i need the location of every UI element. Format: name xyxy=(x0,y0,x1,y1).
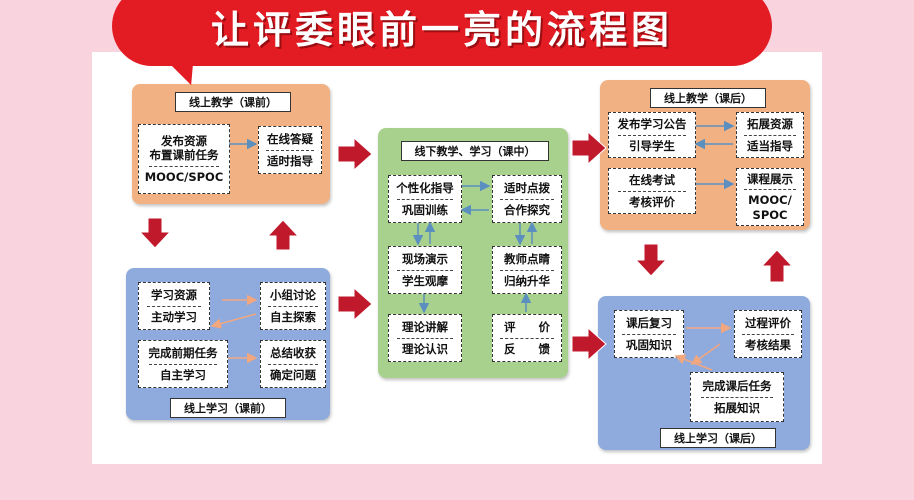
text-complete-pre-tasks: 完成前期任务 xyxy=(148,346,218,361)
text-assign-tasks: 布置课前任务 xyxy=(149,148,219,163)
text-theory-lecture: 理论讲解 xyxy=(402,320,448,335)
text-showcase-spoc: SPOC xyxy=(752,207,788,222)
box-group-discussion: 小组讨论 自主探索 xyxy=(260,282,326,330)
text-identify-problems: 确定问题 xyxy=(270,367,316,382)
box-timely-hints: 适时点拨 合作探究 xyxy=(492,175,562,223)
label-in-class: 线下教学、学习（课中） xyxy=(401,141,549,161)
text-consolidate-knowledge: 巩固知识 xyxy=(626,337,672,352)
box-online-qa: 在线答疑 适时指导 xyxy=(258,126,322,174)
box-theory-lecture: 理论讲解 理论认识 xyxy=(388,314,462,362)
label-post-class-learning: 线上学习（课后） xyxy=(660,428,776,448)
text-timely-hints: 适时点拨 xyxy=(504,181,550,196)
text-online-exam: 在线考试 xyxy=(629,173,675,188)
box-personalized-guidance: 个性化指导 巩固训练 xyxy=(388,175,462,223)
text-live-demo: 现场演示 xyxy=(402,252,448,267)
text-finish-post-tasks: 完成课后任务 xyxy=(702,379,772,394)
label-pre-class-teaching: 线上教学（课前） xyxy=(175,92,291,112)
text-publish-announcement: 发布学习公告 xyxy=(617,117,687,132)
text-online-qa: 在线答疑 xyxy=(267,132,313,147)
label-post-class-teaching: 线上教学（课后） xyxy=(650,88,766,108)
label-pre-class-learning: 线上学习（课前） xyxy=(170,398,286,418)
text-publish-resources: 发布资源 xyxy=(161,133,207,148)
text-expand-resources: 拓展资源 xyxy=(747,117,793,132)
text-appropriate-guidance: 适当指导 xyxy=(747,138,793,153)
text-summarize-gains: 总结收获 xyxy=(270,346,316,361)
text-self-study: 自主学习 xyxy=(160,367,206,382)
text-evaluation: 评 价 xyxy=(504,320,550,335)
box-publish-announcement: 发布学习公告 引导学生 xyxy=(608,112,696,158)
text-assessment-results: 考核结果 xyxy=(745,337,791,352)
text-group-discussion: 小组讨论 xyxy=(270,288,316,303)
box-publish-resources: 发布资源 布置课前任务 MOOC/SPOC xyxy=(138,124,230,194)
box-process-evaluation: 过程评价 考核结果 xyxy=(734,310,802,358)
box-live-demo: 现场演示 学生观摩 xyxy=(388,246,462,294)
box-complete-pre-tasks: 完成前期任务 自主学习 xyxy=(138,340,228,388)
text-expand-knowledge: 拓展知识 xyxy=(714,400,760,415)
box-after-class-review: 课后复习 巩固知识 xyxy=(614,310,684,358)
text-guide-students: 引导学生 xyxy=(629,138,675,153)
text-assessment: 考核评价 xyxy=(629,194,675,209)
text-self-exploration: 自主探索 xyxy=(270,309,316,324)
text-feedback: 反 馈 xyxy=(504,341,550,356)
text-active-learning: 主动学习 xyxy=(151,309,197,324)
box-expand-resources: 拓展资源 适当指导 xyxy=(736,112,804,158)
title-banner xyxy=(112,0,772,66)
box-learning-resources: 学习资源 主动学习 xyxy=(138,282,210,330)
text-process-evaluation: 过程评价 xyxy=(745,316,791,331)
text-timely-guidance: 适时指导 xyxy=(267,153,313,168)
text-induction-sublimation: 归纳升华 xyxy=(504,273,550,288)
text-after-class-review: 课后复习 xyxy=(626,316,672,331)
box-summarize: 总结收获 确定问题 xyxy=(260,340,326,388)
text-learning-resources: 学习资源 xyxy=(151,288,197,303)
text-theory-understanding: 理论认识 xyxy=(402,341,448,356)
page-title: 让评委眼前一亮的流程图 xyxy=(210,7,673,52)
box-finish-post-tasks: 完成课后任务 拓展知识 xyxy=(690,372,784,422)
box-online-exam: 在线考试 考核评价 xyxy=(608,168,696,214)
box-teacher-highlight: 教师点睛 归纳升华 xyxy=(492,246,562,294)
text-student-observation: 学生观摩 xyxy=(402,273,448,288)
text-consolidation-training: 巩固训练 xyxy=(402,202,448,217)
box-course-showcase: 课程展示 MOOC/ SPOC xyxy=(736,168,804,226)
text-teacher-highlight: 教师点睛 xyxy=(504,252,550,267)
text-mooc-spoc: MOOC/SPOC xyxy=(144,169,224,184)
text-course-showcase: 课程展示 xyxy=(747,171,793,186)
text-cooperative-inquiry: 合作探究 xyxy=(504,202,550,217)
text-showcase-mooc: MOOC/ xyxy=(748,193,792,208)
text-personalized-guidance: 个性化指导 xyxy=(396,181,454,196)
box-evaluation: 评 价 反 馈 xyxy=(492,314,562,362)
